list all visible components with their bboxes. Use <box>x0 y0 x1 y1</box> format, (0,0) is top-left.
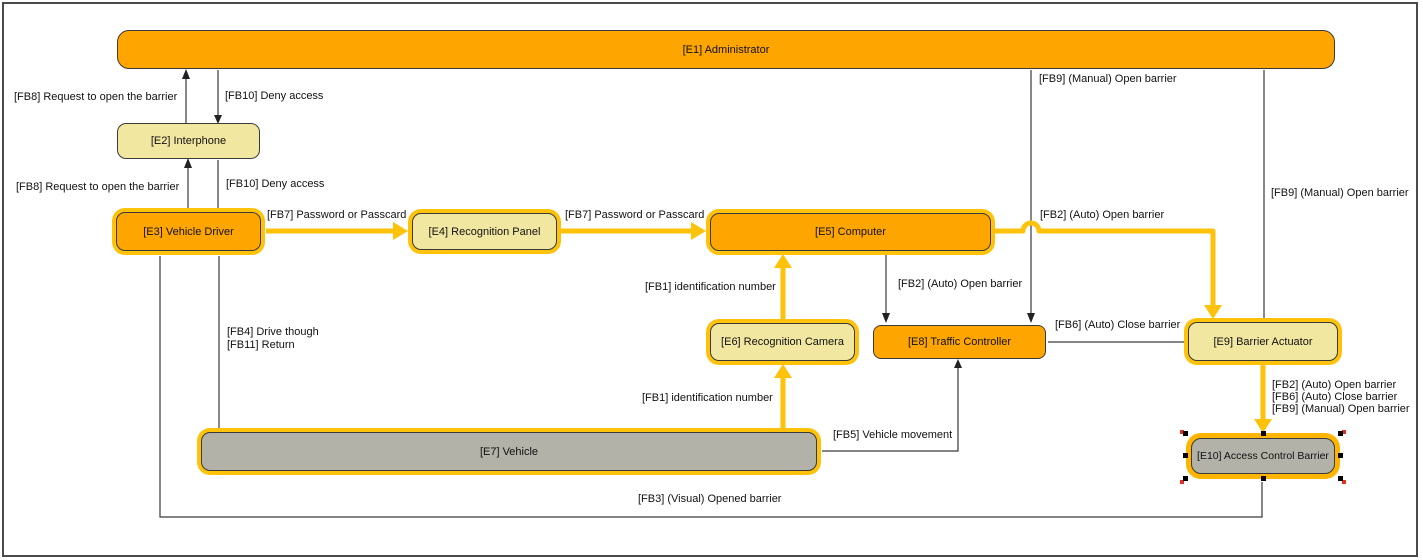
resize-handle-mid-left[interactable] <box>1183 453 1188 458</box>
node-e4-recognition-panel[interactable]: [E4] Recognition Panel <box>412 213 557 250</box>
edge-label-fb11: [FB11] Return <box>227 339 295 351</box>
node-e8-traffic-controller[interactable]: [E8] Traffic Controller <box>873 325 1046 359</box>
edge-fb5-e7-e8[interactable] <box>822 359 962 452</box>
edge-fb1-e7-e6[interactable] <box>774 364 792 428</box>
edge-label-fb6-b: [FB6] (Auto) Close barrier <box>1272 391 1398 403</box>
edge-label-fb2-b: [FB2] (Auto) Open barrier <box>1040 209 1165 221</box>
selection-corner-mark <box>1180 480 1184 484</box>
resize-handle-bottom-mid[interactable] <box>1261 476 1266 481</box>
node-e2-interphone[interactable]: [E2] Interphone <box>117 123 260 159</box>
node-e10-access-control-barrier[interactable]: [E10] Access Control Barrier <box>1191 438 1335 474</box>
node-e6-recognition-camera[interactable]: [E6] Recognition Camera <box>710 323 855 361</box>
selection-corner-mark <box>1342 430 1346 434</box>
edge-label-fb9-b: [FB9] (Manual) Open barrier <box>1271 187 1409 199</box>
node-e7-vehicle[interactable]: [E7] Vehicle <box>201 432 817 471</box>
edge-fb7-e4-e5[interactable] <box>561 222 706 240</box>
edge-label-fb9-c: [FB9] (Manual) Open barrier <box>1272 403 1410 415</box>
edge-label-fb2-c: [FB2] (Auto) Open barrier <box>1272 379 1397 391</box>
resize-handle-mid-right[interactable] <box>1338 453 1343 458</box>
edge-label-fb8-top: [FB8] Request to open the barrier <box>14 91 178 103</box>
edge-fb9-e1-e8[interactable] <box>1027 70 1035 323</box>
selection-corner-mark <box>1180 430 1184 434</box>
edge-fb7-e3-e4[interactable] <box>266 222 408 240</box>
edge-e9-e10[interactable] <box>1254 364 1272 433</box>
edge-label-fb2-a: [FB2] (Auto) Open barrier <box>898 278 1023 290</box>
selection-corner-mark <box>1342 480 1346 484</box>
edge-label-fb5: [FB5] Vehicle movement <box>833 429 953 441</box>
edge-fb10-e1-e2[interactable] <box>214 70 222 124</box>
edge-label-fb4: [FB4] Drive though <box>227 326 319 338</box>
edge-label-fb1-a: [FB1] identification number <box>645 281 776 293</box>
node-e9-barrier-actuator[interactable]: [E9] Barrier Actuator <box>1188 322 1338 361</box>
resize-handle-bottom-right[interactable] <box>1338 476 1343 481</box>
edge-fb3-e10-e3[interactable] <box>159 256 1263 518</box>
edge-label-fb9-a: [FB9] (Manual) Open barrier <box>1039 73 1177 85</box>
edge-label-fb3: [FB3] (Visual) Opened barrier <box>638 493 782 505</box>
edge-label-fb7-b: [FB7] Password or Passcard <box>565 209 705 221</box>
node-e5-computer[interactable]: [E5] Computer <box>710 213 991 251</box>
resize-handle-top-right[interactable] <box>1338 431 1343 436</box>
edge-label-fb1-b: [FB1] identification number <box>642 392 773 404</box>
edge-fb2-e5-e9[interactable] <box>995 220 1222 319</box>
edge-fb2-e5-e8[interactable] <box>882 255 890 323</box>
edge-fb1-e6-e5[interactable] <box>774 254 792 319</box>
edge-label-fb10-bottom: [FB10] Deny access <box>226 178 325 190</box>
node-e1-administrator[interactable]: [E1] Administrator <box>117 30 1335 69</box>
node-e3-vehicle-driver[interactable]: [E3] Vehicle Driver <box>116 212 261 251</box>
edge-fb8-e3-e2[interactable] <box>184 158 192 212</box>
edge-label-fb10-top: [FB10] Deny access <box>225 90 324 102</box>
resize-handle-bottom-left[interactable] <box>1183 476 1188 481</box>
edge-label-fb8-bottom: [FB8] Request to open the barrier <box>16 181 180 193</box>
edge-label-fb6-a: [FB6] (Auto) Close barrier <box>1055 319 1181 331</box>
resize-handle-top-mid[interactable] <box>1261 431 1266 436</box>
resize-handle-top-left[interactable] <box>1183 431 1188 436</box>
edge-label-fb7-a: [FB7] Password or Passcard <box>267 209 407 221</box>
